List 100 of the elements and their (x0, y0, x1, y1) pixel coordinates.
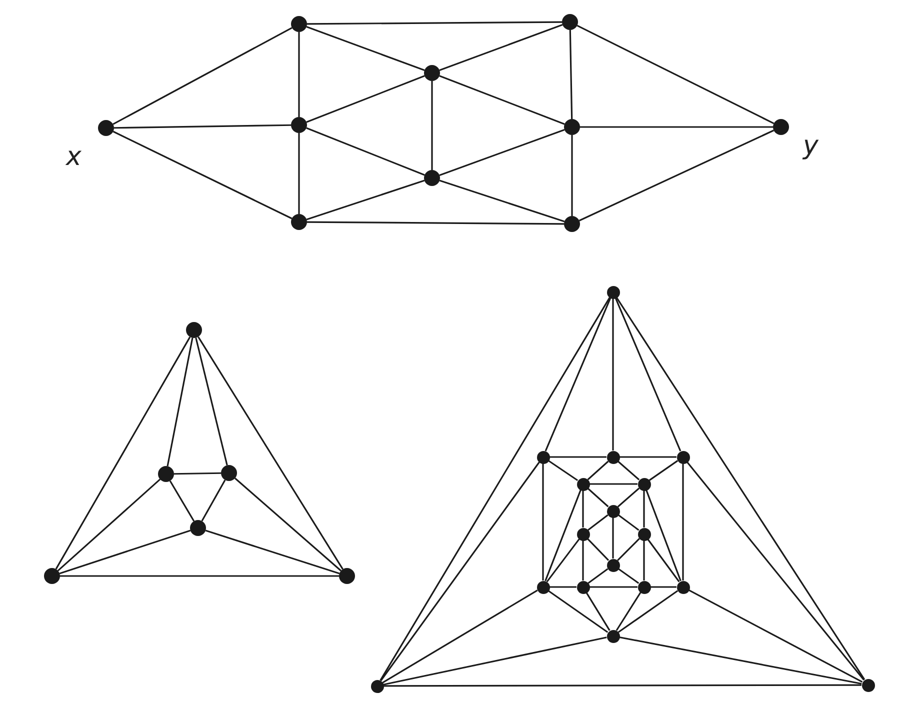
graph-edge (548, 460, 578, 482)
graph-edge (55, 336, 191, 570)
graph-edge (298, 133, 300, 214)
graph-edge (588, 514, 608, 531)
graph-edge (166, 338, 194, 466)
graph-vertex (606, 450, 620, 464)
graph-vertex (576, 580, 590, 594)
graph-edge (612, 518, 614, 558)
graph-vertex (676, 450, 690, 464)
graph-vertex (564, 119, 580, 135)
graph-vertex (291, 117, 307, 133)
graph-vertex (44, 568, 60, 584)
graph-vertex (536, 580, 550, 594)
graph-edge (647, 538, 680, 582)
graph-edge (590, 483, 638, 485)
graph-edge (586, 538, 610, 561)
graph-vertex (638, 478, 650, 490)
graph-vertex (862, 678, 874, 692)
graph-vertex (606, 558, 620, 572)
graph-edge (650, 586, 676, 588)
graph-vertex (424, 170, 440, 186)
graph-vertex (676, 580, 690, 594)
graph-edge (431, 81, 433, 170)
graph-vertex (773, 119, 789, 135)
graph-vertex (339, 568, 355, 584)
graph-edge (542, 464, 544, 580)
graph-edge (569, 30, 573, 120)
graph-vertex (186, 322, 202, 338)
graph-edge (612, 298, 614, 450)
graph-vertex (564, 216, 580, 232)
graph-edge (198, 336, 344, 570)
graph-edge (384, 684, 862, 687)
graph-edge (643, 490, 645, 528)
graph-edge (174, 472, 222, 475)
graph-vertex (98, 120, 114, 136)
graph-edge (686, 462, 865, 680)
graph-edge (306, 75, 425, 123)
graph-edge (614, 298, 682, 452)
graph-vertex (638, 580, 650, 594)
graph-vertex (562, 14, 578, 30)
graph-edge (57, 478, 161, 572)
graph-edge (646, 490, 682, 582)
graph-edge (550, 586, 576, 588)
graph-edge (586, 592, 610, 631)
graph-vertex (424, 65, 440, 81)
graph-edge (59, 530, 191, 574)
graph-edge (439, 24, 563, 71)
graph-edge (616, 297, 866, 680)
graph-edge (643, 540, 645, 580)
graph-vertex (576, 478, 590, 490)
graph-edge (112, 27, 292, 125)
graph-edge (234, 478, 342, 572)
graph-edge (618, 590, 678, 633)
graph-edge (306, 180, 425, 220)
graph-edge (169, 480, 195, 522)
graph-edge (619, 636, 862, 685)
graph-vertex (190, 520, 206, 536)
graph-edge (587, 460, 609, 480)
graph-edge (682, 464, 684, 580)
graph-vertex (370, 680, 384, 692)
graph-edge (439, 180, 565, 222)
graph-edge (580, 126, 773, 128)
graph-vertex (638, 528, 650, 540)
graph-vertex (291, 214, 307, 230)
graph-edge (439, 128, 565, 176)
graph-edge (620, 456, 676, 458)
graph-vertex (291, 16, 307, 32)
graph-edge (582, 540, 584, 580)
graph-edge (578, 130, 774, 222)
graph-edge (307, 221, 564, 225)
graph-edge (306, 127, 425, 176)
graph-edge (60, 575, 339, 577)
graph-edge (618, 514, 640, 531)
graph-edge (688, 589, 863, 683)
graph-vertex (158, 466, 174, 482)
graph-edge (439, 75, 565, 125)
graph-edge (383, 636, 607, 686)
graph-edge (590, 586, 638, 588)
graph-edge (201, 480, 226, 522)
graph-edge (380, 297, 610, 681)
vertex-label: x (66, 144, 82, 170)
graph-edge (588, 568, 608, 584)
graph-edge (571, 135, 573, 216)
graph-edge (617, 538, 640, 561)
graph-vertex (221, 465, 237, 481)
graph-vertex (606, 630, 620, 642)
graph-vertex (576, 528, 590, 540)
graph-vertex (606, 286, 620, 298)
graph-edge (544, 490, 582, 582)
graph-edge (382, 590, 538, 684)
graph-edge (195, 338, 228, 466)
graph-edge (307, 21, 562, 25)
graph-edge (548, 590, 608, 633)
graph-edge (576, 24, 774, 124)
graph-edge (205, 530, 340, 574)
graph-edge (648, 460, 678, 481)
graph-edge (550, 456, 606, 458)
vertex-label: y (803, 133, 818, 159)
graph-edge (618, 568, 640, 584)
graph-edge (544, 298, 612, 452)
